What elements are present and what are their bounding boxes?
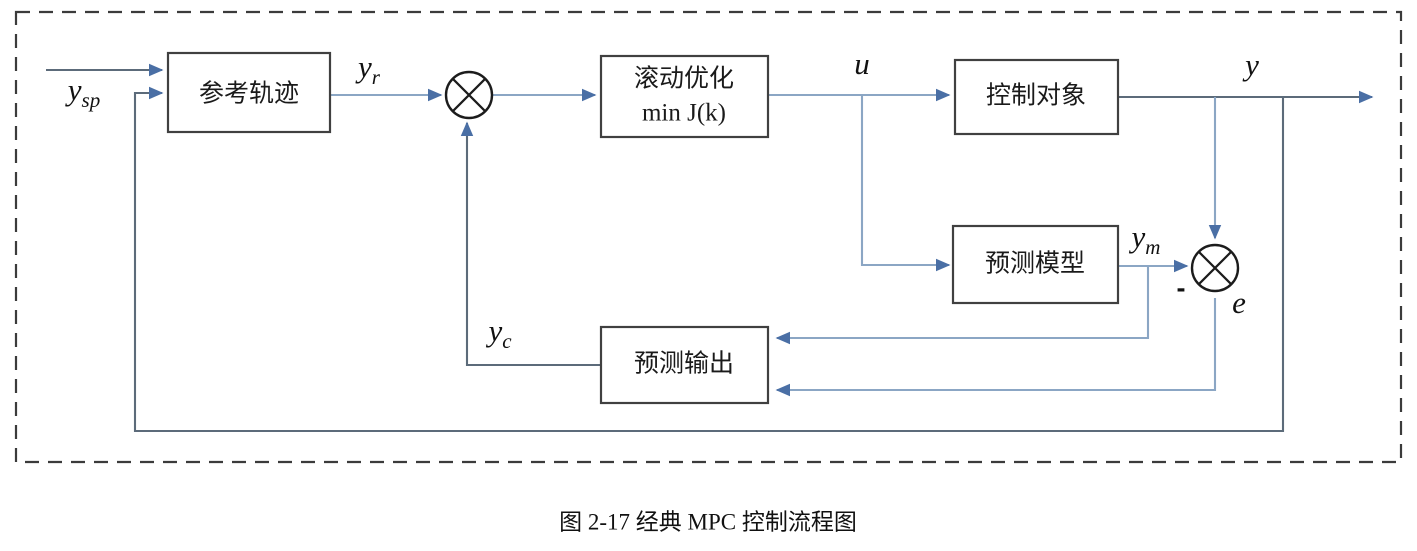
- block-prediction-output[interactable]: 预测输出: [599, 325, 770, 405]
- signal-label-reference: yr: [355, 49, 381, 89]
- signal-control-base: u: [854, 46, 870, 81]
- block-reference-trajectory-rect: [166, 51, 332, 134]
- signal-corrected-base: y: [485, 313, 502, 348]
- signal-output-base: y: [1242, 47, 1259, 82]
- figure-caption: 图 2-17 经典 MPC 控制流程图: [559, 509, 857, 534]
- signal-label-output: y: [1242, 47, 1259, 82]
- svg-text:yr: yr: [355, 49, 381, 89]
- svg-text:y: y: [1242, 47, 1259, 82]
- signal-reference-base: y: [355, 49, 372, 84]
- summing-junction-right[interactable]: -: [1177, 243, 1240, 303]
- signal-label-control: u: [854, 46, 870, 81]
- signal-label-error: e: [1232, 285, 1246, 320]
- block-rolling-optimization-label: 滚动优化: [634, 65, 734, 93]
- signal-setpoint-base: y: [65, 72, 82, 107]
- block-controlled-plant-rect: [953, 58, 1120, 136]
- block-rolling-optimization-rect: [599, 54, 770, 139]
- wire-output-feedback-to-reference: [133, 86, 1285, 433]
- block-prediction-model-rect: [951, 224, 1120, 305]
- svg-text:u: u: [854, 46, 870, 81]
- wire-corrected-output-to-summing-junction: [460, 121, 601, 367]
- svg-text:ysp: ysp: [65, 72, 100, 112]
- dashed-container-border: [14, 10, 1403, 464]
- block-reference-trajectory[interactable]: 参考轨迹: [166, 51, 332, 134]
- block-prediction-model[interactable]: 预测模型: [951, 224, 1120, 305]
- signal-reference-sub: r: [372, 65, 381, 89]
- summing-junction-left-cross: [451, 77, 487, 113]
- signal-model-output-base: y: [1129, 219, 1146, 254]
- signal-model-output-sub: m: [1145, 235, 1160, 259]
- block-prediction-output-label: 预测输出: [634, 350, 734, 378]
- signal-label-corrected: yc: [485, 313, 512, 353]
- block-controlled-plant-label: 控制对象: [986, 82, 1086, 110]
- signal-error-base: e: [1232, 285, 1246, 320]
- svg-text:e: e: [1232, 285, 1246, 320]
- block-rolling-optimization-sublabel: min J(k): [642, 100, 726, 127]
- wire-model-output-to-prediction-output: [775, 266, 1150, 345]
- signal-label-setpoint: ysp: [65, 72, 100, 112]
- signal-setpoint-sub: sp: [82, 88, 101, 112]
- svg-text:yc: yc: [485, 313, 512, 353]
- block-prediction-output-rect: [599, 325, 770, 405]
- svg-text:ym: ym: [1129, 219, 1161, 259]
- block-prediction-model-label: 预测模型: [985, 250, 1085, 278]
- block-rolling-optimization[interactable]: 滚动优化 min J(k): [599, 54, 770, 139]
- wire-error-to-prediction-output: [775, 298, 1217, 397]
- signal-corrected-sub: c: [502, 329, 512, 353]
- block-reference-trajectory-label: 参考轨迹: [199, 80, 299, 108]
- summing-junction-left[interactable]: [444, 70, 494, 120]
- block-controlled-plant[interactable]: 控制对象: [953, 58, 1120, 136]
- summing-junction-right-cross: [1197, 250, 1233, 286]
- summing-junction-right-sign: -: [1177, 273, 1186, 303]
- signal-label-model-output: ym: [1129, 219, 1161, 259]
- wire-control-to-prediction-model: [860, 95, 951, 272]
